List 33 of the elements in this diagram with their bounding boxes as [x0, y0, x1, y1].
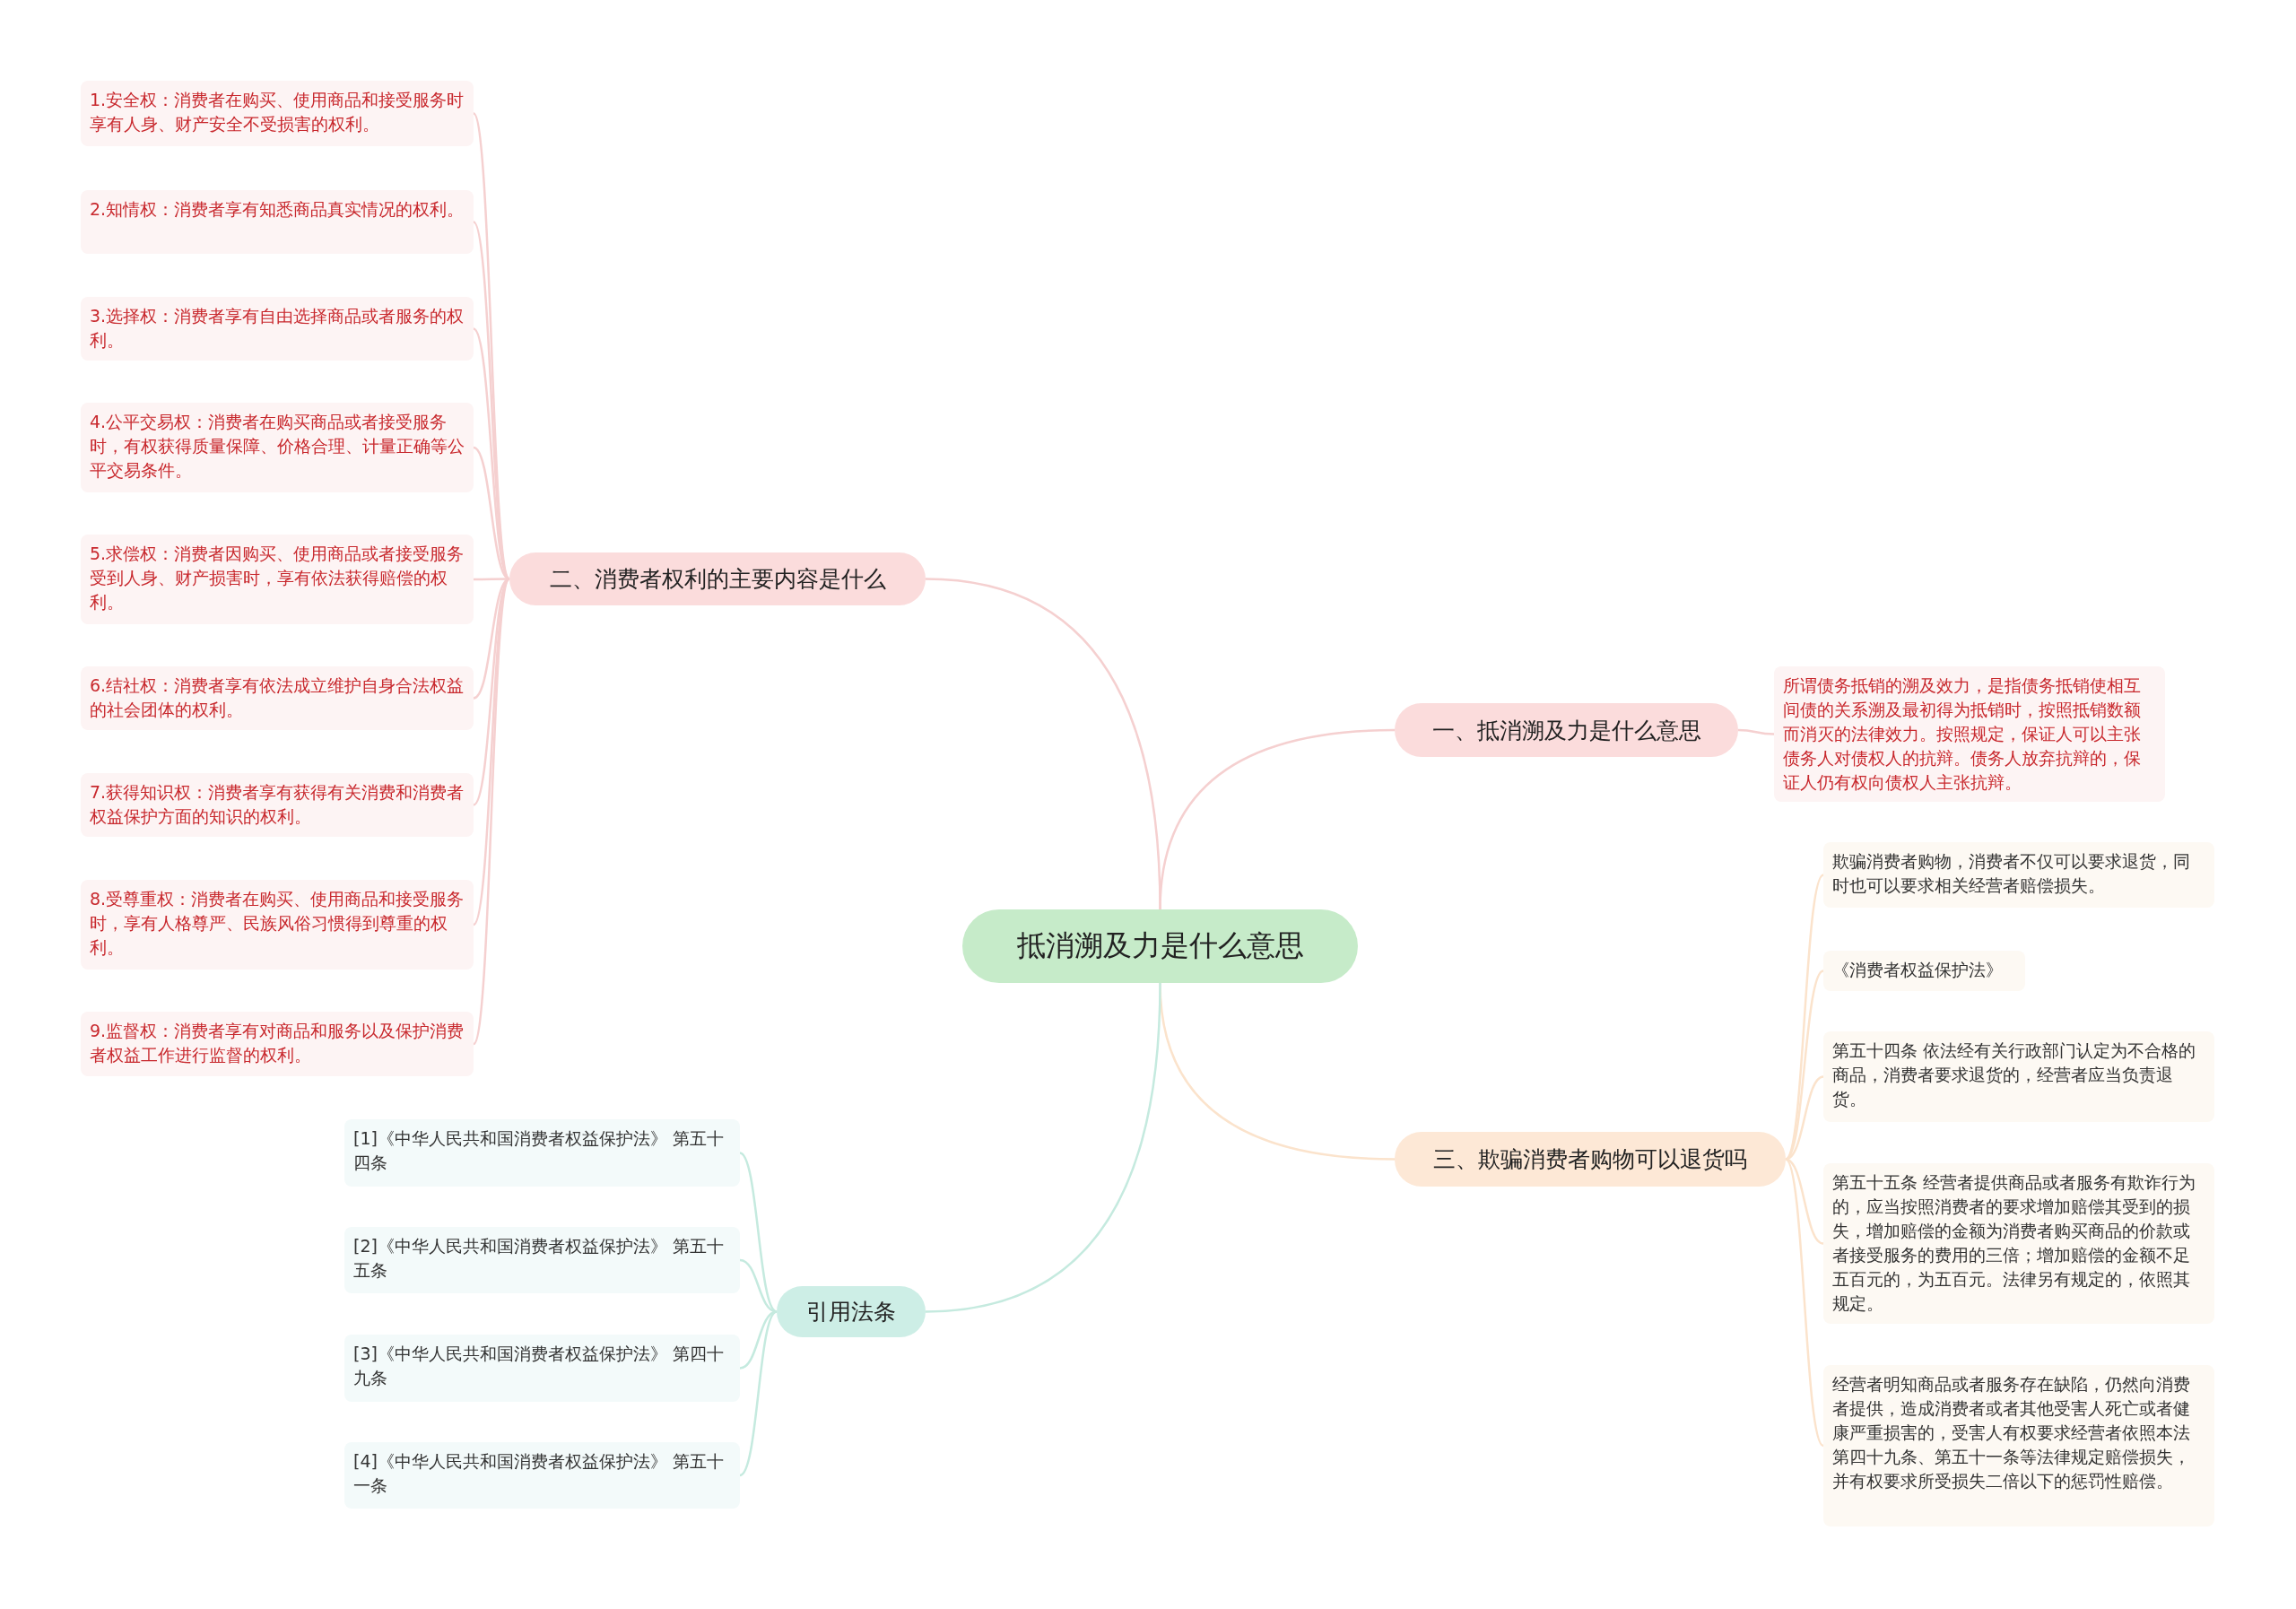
central-topic: 抵消溯及力是什么意思: [962, 909, 1358, 983]
connector-line: [472, 578, 511, 1045]
leaf-note: 7.获得知识权：消费者享有获得有关消费和消费者权益保护方面的知识的权利。: [81, 773, 474, 837]
branch-topic: 一、抵消溯及力是什么意思: [1395, 703, 1738, 757]
leaf-note: 经营者明知商品或者服务存在缺陷，仍然向消费者提供，造成消费者或者其他受害人死亡或者健康严重损害的，受害人有权要求经营者依照本法第四十九条、第五十一条等法律规定赔偿损失，并有权要求所受损失二倍以下的惩罚性赔偿。: [1823, 1365, 2214, 1526]
leaf-note: 《消费者权益保护法》: [1823, 951, 2025, 991]
connector-line: [739, 1310, 778, 1476]
leaf-note: [2]《中华人民共和国消费者权益保护法》 第五十五条: [344, 1227, 740, 1293]
leaf-note: 所谓债务抵销的溯及效力，是指债务抵销使相互间债的关系溯及最初得为抵销时，按照抵销数额而消灭的法律效力。按照规定，保证人可以主张债务人对债权人的抗辩。债务人放弃抗辩的，保证人仍有权向债权人主张抗辩。: [1774, 666, 2165, 802]
leaf-note: 9.监督权：消费者享有对商品和服务以及保护消费者权益工作进行监督的权利。: [81, 1012, 474, 1076]
leaf-note: [1]《中华人民共和国消费者权益保护法》 第五十四条: [344, 1119, 740, 1187]
leaf-note: 第五十四条 依法经有关行政部门认定为不合格的商品，消费者要求退货的，经营者应当负责退货。: [1823, 1031, 2214, 1122]
branch-topic: 三、欺骗消费者购物可以退货吗: [1395, 1132, 1786, 1187]
branch-topic: 二、消费者权利的主要内容是什么: [509, 552, 926, 605]
connector-line: [925, 578, 1161, 910]
leaf-note: 8.受尊重权：消费者在购买、使用商品和接受服务时，享有人格尊严、民族风俗习惯得到尊重的权利。: [81, 880, 474, 970]
leaf-note: 欺骗消费者购物，消费者不仅可以要求退货，同时也可以要求相关经营者赔偿损失。: [1823, 842, 2214, 908]
connector-line: [739, 1152, 778, 1313]
leaf-note: 6.结社权：消费者享有依法成立维护自身合法权益的社会团体的权利。: [81, 666, 474, 730]
leaf-note: [3]《中华人民共和国消费者权益保护法》 第四十九条: [344, 1335, 740, 1402]
connector-line: [474, 578, 509, 581]
leaf-note: 5.求偿权：消费者因购买、使用商品或者接受服务受到人身、财产损害时，享有依法获得赔偿的权利。: [81, 535, 474, 624]
leaf-note: 4.公平交易权：消费者在购买商品或者接受服务时，有权获得质量保障、价格合理、计量正确等公平交易条件。: [81, 403, 474, 492]
branch-topic: 引用法条: [777, 1286, 926, 1337]
leaf-note: 1.安全权：消费者在购买、使用商品和接受服务时享有人身、财产安全不受损害的权利。: [81, 81, 474, 146]
connector-line: [1737, 728, 1775, 735]
connector-line: [1785, 1158, 1824, 1447]
leaf-note: 第五十五条 经营者提供商品或者服务有欺诈行为的，应当按照消费者的要求增加赔偿其受到的损失，增加赔偿的金额为消费者购买商品的价款或者接受服务的费用的三倍；增加赔偿的金额不足五百元的，为五百元。法律另有规定的，依照其规定。: [1823, 1163, 2214, 1324]
leaf-note: 3.选择权：消费者享有自由选择商品或者服务的权利。: [81, 297, 474, 361]
connector-line: [1785, 874, 1824, 1161]
connector-line: [925, 982, 1161, 1313]
leaf-note: 2.知情权：消费者享有知悉商品真实情况的权利。: [81, 190, 474, 254]
leaf-note: [4]《中华人民共和国消费者权益保护法》 第五十一条: [344, 1442, 740, 1509]
